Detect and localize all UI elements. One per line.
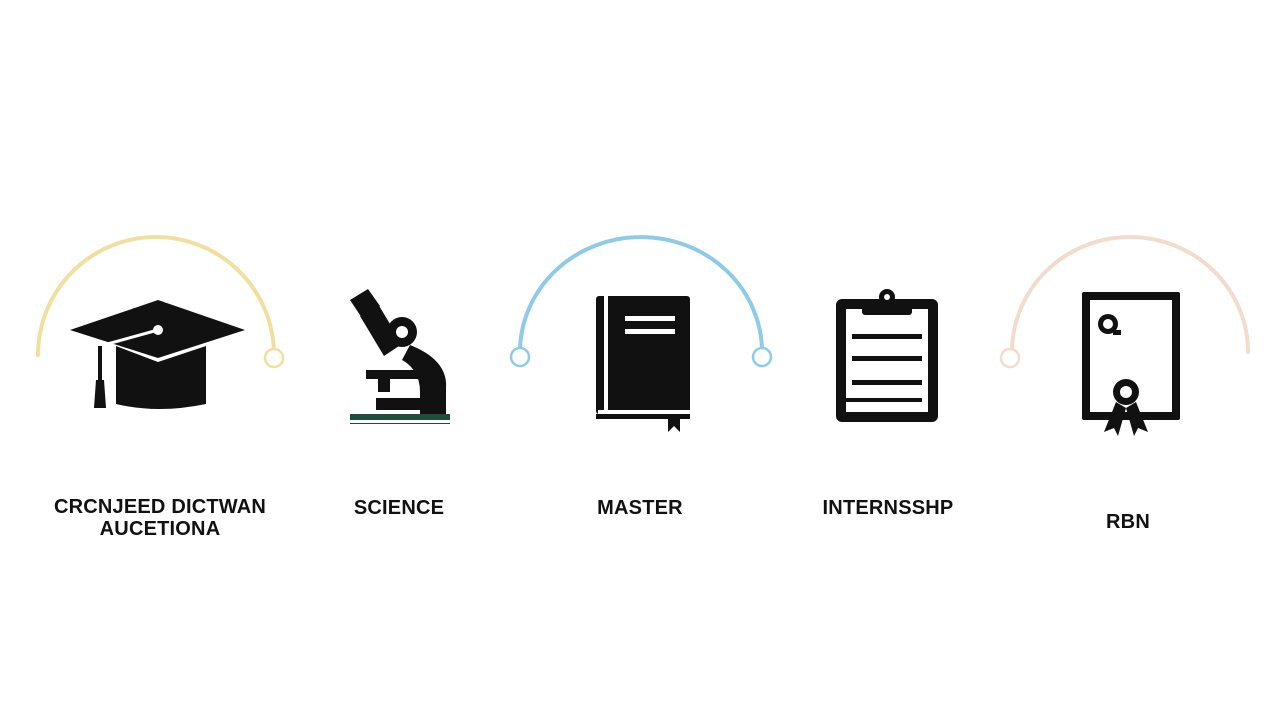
step-label-4: INTERNSSHP [822,497,954,519]
arc-connector-3 [999,235,1250,369]
arc-connector-1 [36,235,285,369]
arc-connector-2 [509,235,773,368]
certificate-icon [1082,292,1180,436]
graduation-cap-icon [70,300,245,409]
book-icon [596,296,690,432]
step-label-3: MASTER [597,497,683,519]
step-label-1: CRCNJEED DICTWAN AUCETIONA [53,496,267,540]
microscope-icon [350,289,450,424]
step-label-5: RBN [1106,511,1150,533]
step-label-2: SCIENCE [353,497,445,519]
clipboard-icon [836,289,938,422]
